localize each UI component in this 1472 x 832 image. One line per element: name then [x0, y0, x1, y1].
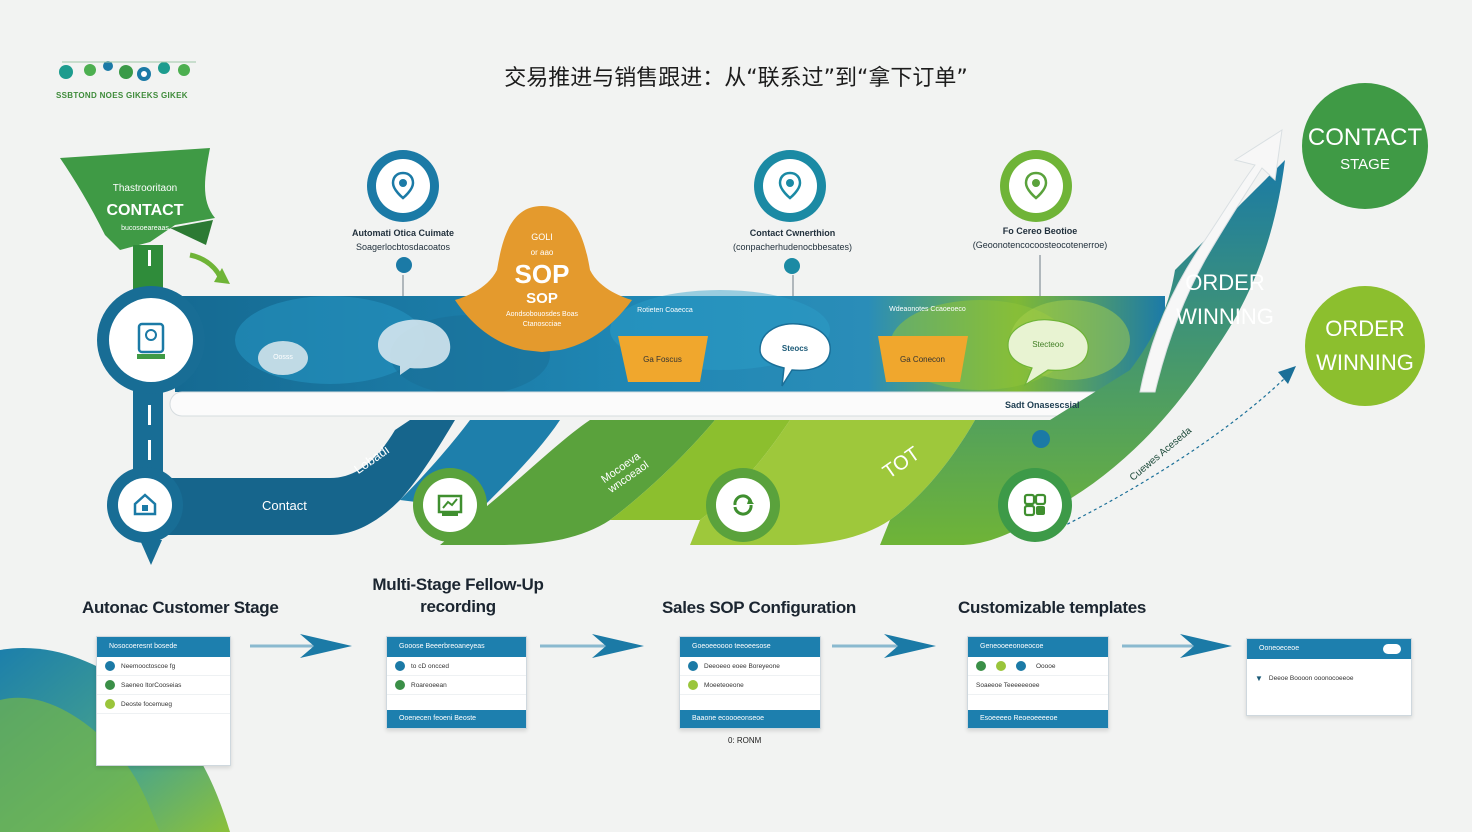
band-text-2: Rotieten Coaecca [637, 307, 693, 314]
card-4-footer[interactable]: Esoeeeeo Reoeoeeeeoe [968, 710, 1108, 728]
start-banner-top: Thastrooritaon [112, 183, 178, 194]
location-pin-icon [778, 171, 802, 200]
card-5-header: Ooneoeceoe [1247, 639, 1411, 659]
card-3-note: 0: RONM [728, 736, 762, 745]
card-sop-config[interactable]: Goeoeeoooo teeoeesose Deeoeeo eoee Borey… [679, 636, 821, 729]
card-final[interactable]: Ooneoeceoe ▼ Deeoe Boooon ooonocoeeoe [1246, 638, 1412, 716]
step-label-2: Multi-Stage Fellow-Up recording [372, 575, 544, 616]
step-label-3: Sales SOP Configuration [662, 598, 856, 617]
template-icon[interactable] [996, 661, 1006, 671]
list-item[interactable]: Neemooctoscoe fg [97, 657, 230, 676]
status-dot-icon [688, 680, 698, 690]
card-4-header: Geneooeeonoeocoe [968, 637, 1108, 657]
location-pin-icon [1024, 171, 1048, 200]
location-pin-icon [391, 171, 415, 200]
card-3-header: Goeoeeoooo teeoeesose [680, 637, 820, 657]
order-winning-line1: ORDER [1325, 316, 1405, 341]
contact-stage-badge-text: CONTACT STAGE [1302, 124, 1428, 173]
card-3-footer[interactable]: Baaone ecoooeonseoe [680, 710, 820, 728]
arrow-order-line2: WINNING [1176, 304, 1274, 329]
band-bubble-1: Oosss [273, 354, 293, 361]
sop-block: GOLI or aao SOP SOP Aondsobouosdes Boas … [482, 232, 602, 328]
contact-stage-badge [1302, 83, 1428, 209]
list-item[interactable]: Deoste focemueg [97, 695, 230, 714]
start-banner-shape [60, 148, 215, 250]
step-label-1: Autonac Customer Stage [82, 598, 279, 617]
contact-stage-line2: STAGE [1340, 156, 1390, 173]
chevron-down-icon: ▼ [1255, 674, 1263, 683]
list-item[interactable]: to cD oncced [387, 657, 526, 676]
lower-band-a [165, 420, 455, 535]
status-dot-icon [105, 699, 115, 709]
list-item[interactable]: Moeeteoeone [680, 676, 820, 695]
list-item[interactable]: ▼ Deeoe Boooon ooonocoeeoe [1247, 669, 1411, 688]
sop-sub2: Ctanoscciae [522, 321, 562, 328]
top-node-1-name: Automati Otica Cuimate [351, 228, 454, 238]
start-banner-main: CONTACT [106, 202, 184, 219]
rise-arrow [1139, 128, 1283, 393]
status-dot-icon [105, 661, 115, 671]
arrow-order-winning: ORDER WINNING [1165, 270, 1285, 330]
arrow-order-line1: ORDER [1185, 270, 1265, 295]
lower-band-rise [880, 160, 1285, 545]
card-templates[interactable]: Geneooeeonoeocoe Ooooe Soaeeoe Teeeeeeoe… [967, 636, 1109, 729]
refresh-cycle-icon [733, 494, 754, 516]
sop-big: SOP [514, 259, 570, 289]
step-label-4: Customizable templates [958, 598, 1147, 617]
top-node-3-desc: (Geoonotencocoosteocotenerroe) [972, 240, 1108, 250]
lower-contact-label: Contact [262, 498, 307, 513]
band-funnel-2: Ga Conecon [900, 355, 945, 364]
contact-book-icon [137, 322, 165, 359]
sop-drop [455, 206, 632, 352]
top-node-1: Automati Otica Cuimate Soagerlocbtosdaco… [323, 228, 483, 252]
top-node-2: Contact Cwnerthion (conpacherhudenocbbes… [710, 228, 875, 252]
band-bar-label: Sadt Onasescsial [1005, 400, 1080, 410]
top-node-3: Fo Cereo Beotioe (Geoonotencocoosteocote… [955, 226, 1125, 250]
toggle-icon[interactable] [1383, 644, 1401, 654]
top-node-3-name: Fo Cereo Beotioe [1002, 226, 1078, 236]
card-1-header: Nosocoeresnt bosede [97, 637, 230, 657]
status-dot-icon [105, 680, 115, 690]
top-node-2-desc: (conpacherhudenocbbesates) [732, 242, 853, 252]
card-follow-up[interactable]: Gooose Beeerbreoaneyeas to cD oncced Roa… [386, 636, 527, 729]
list-item[interactable]: Deeoeeo eoee Boreyeone [680, 657, 820, 676]
page-title: 交易推进与销售跟进：从“联系过”到“拿下订单” [504, 66, 968, 91]
sop-line1: GOLI [531, 232, 553, 242]
status-dot-icon [688, 661, 698, 671]
card-2-footer[interactable]: Ooenecen feoeni Beoste [387, 710, 526, 728]
template-icon[interactable] [976, 661, 986, 671]
chart-screen-icon [437, 494, 463, 516]
order-winning-badge-text: ORDER WINNING [1305, 316, 1425, 376]
contact-stage-line1: CONTACT [1307, 124, 1423, 151]
list-item[interactable]: Roareoeean [387, 676, 526, 695]
top-node-1-desc: Soagerlocbtosdacoatos [355, 242, 451, 252]
sop-line2: or aao [530, 248, 554, 257]
list-item[interactable]: Saeneo ltorCooseias [97, 676, 230, 695]
card-2-header: Gooose Beeerbreoaneyeas [387, 637, 526, 657]
template-icon[interactable] [1016, 661, 1026, 671]
band-text-4: Wdeaonotes Ccaoeoeco [889, 306, 966, 313]
sop-sub1: Aondsobouosdes Boas [506, 311, 578, 318]
funnel-2 [878, 336, 968, 382]
start-banner-sub: bucosoeareaas [121, 225, 169, 232]
order-winning-line2: WINNING [1316, 350, 1414, 375]
band-bubble-5: Stecteoo [1032, 340, 1064, 349]
status-dot-icon [395, 661, 405, 671]
top-node-2-name: Contact Cwnerthion [749, 228, 836, 238]
logo-text: SSBTOND NOES GIKEKS GIKEK [56, 91, 188, 100]
home-icon [133, 493, 157, 516]
order-winning-badge [1305, 286, 1425, 406]
sop-mid: SOP [526, 290, 558, 307]
list-item[interactable]: Soaeeoe Teeeeeeoee [968, 676, 1108, 695]
template-grid-icon [1023, 493, 1047, 517]
band-funnel-1: Ga Foscus [643, 355, 682, 364]
band-bubble-3: Steocs [781, 344, 809, 353]
start-banner: Thastrooritaon CONTACT bucosoeareaas [70, 183, 220, 232]
list-item[interactable]: Ooooe [968, 657, 1108, 676]
status-dot-icon [395, 680, 405, 690]
card-customer-stage[interactable]: Nosocoeresnt bosede Neemooctoscoe fg Sae… [96, 636, 231, 766]
funnel-1 [618, 336, 708, 382]
